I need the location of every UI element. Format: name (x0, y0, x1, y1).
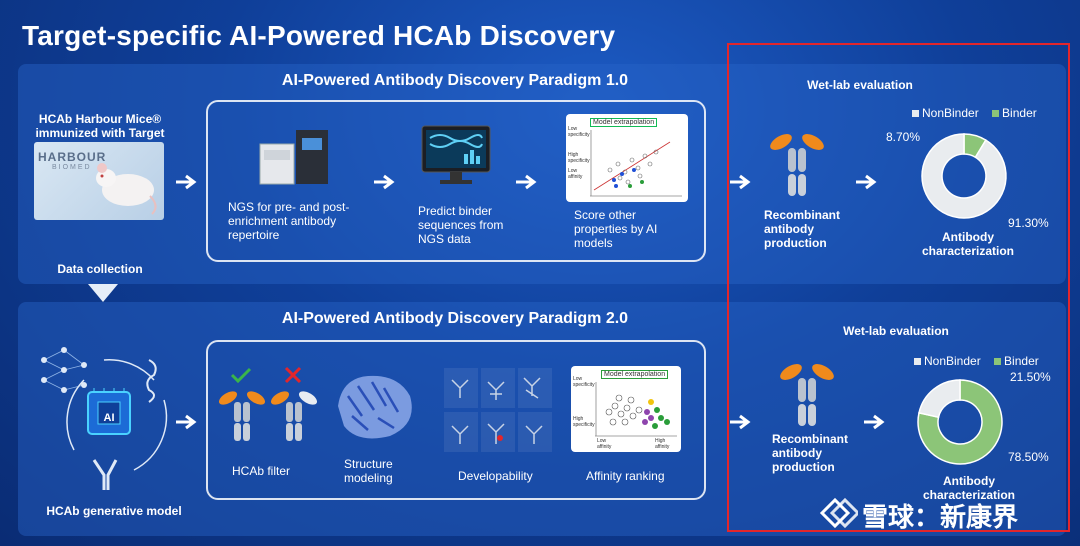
page-title: Target-specific AI-Powered HCAb Discover… (22, 20, 616, 51)
developability-tile (481, 412, 515, 452)
paradigm1-title: AI-Powered Antibody Discovery Paradigm 1… (281, 72, 629, 89)
generative-model-diagram (41, 347, 168, 490)
step-structure-label: Structure modeling (344, 457, 393, 485)
generative-model-label: HCAb generative model (46, 504, 182, 518)
arrow-icon (856, 174, 877, 190)
model-extrapolation-tag: Model extrapolation (590, 118, 658, 127)
harbour-logo: HARBOUR (38, 150, 107, 164)
legend-nonbinder-2: NonBinder (924, 354, 981, 368)
characterization-label-1: Antibody characterization (921, 230, 1015, 258)
check-icon (230, 367, 252, 384)
donut-chart-1 (921, 133, 1007, 219)
legend-1: NonBinder Binder (912, 106, 1037, 120)
binder-percent-1: 8.70% (886, 130, 921, 144)
arrow-icon (176, 414, 197, 430)
affinity-points (595, 382, 677, 437)
y-label-high: High specificity (568, 152, 590, 164)
ai-chip-label: AI (103, 412, 115, 424)
step-hcab-filter-label: HCAb filter (232, 464, 291, 478)
antibody-cluster-icon (451, 377, 543, 444)
legend-swatch-nonbinder (914, 358, 921, 366)
step-ngs-label: NGS for pre- and post-enrichment antibod… (228, 200, 350, 242)
wetlab-title-1: Wet-lab evaluation (807, 78, 913, 92)
y-label-low: Low affinity (568, 168, 583, 180)
affinity-plot-card: Model extrapolation Low specificity High… (571, 366, 681, 452)
monitor-icon (421, 125, 491, 184)
arrow-icon (516, 174, 537, 190)
y-label-top: Low specificity (568, 126, 590, 138)
antibody-icon (780, 364, 834, 426)
arrow-icon (176, 174, 197, 190)
step-predict-label: Predict binder sequences from NGS data (418, 204, 504, 246)
mice-label: HCAb Harbour Mice® immunized with Target (35, 112, 165, 140)
donut-slice-nonbinder (918, 379, 961, 419)
paradigm2-title: AI-Powered Antibody Discovery Paradigm 2… (281, 310, 629, 327)
step-score-label: Score other properties by AI models (574, 208, 658, 250)
nonbinder-percent-2: 21.50% (1010, 370, 1051, 384)
legend-binder-2: Binder (1004, 354, 1039, 368)
harbour-logo-sub: BIOMED (52, 164, 92, 171)
production-label-2: Recombinant antibody production (772, 432, 849, 474)
down-arrow-icon (88, 284, 118, 302)
donut-slice-nonbinder (921, 133, 1007, 219)
cross-icon (284, 366, 302, 384)
paradigm2-workflow-box (206, 340, 706, 500)
wetlab-highlight-box (727, 43, 1070, 532)
wetlab-title-2: Wet-lab evaluation (843, 324, 949, 338)
arrow-icon (730, 414, 751, 430)
antibody-rejected-icon (270, 391, 318, 441)
x-label-left-2: Low affinity (597, 438, 612, 450)
snowball-logo-icon (819, 497, 858, 529)
mice-image: HARBOUR BIOMED (34, 142, 164, 220)
arrow-icon (864, 414, 885, 430)
nonbinder-percent-1: 91.30% (1008, 216, 1049, 230)
scatter-plot-card: Model extrapolation Low specificity High… (566, 114, 688, 202)
paradigm1-workflow-box (206, 100, 706, 262)
y-label-bottom-2: High specificity (573, 416, 595, 428)
donut-slice-binder (917, 379, 1003, 465)
legend-swatch-nonbinder (912, 110, 919, 118)
production-label-1: Recombinant antibody production (764, 208, 841, 250)
arrow-icon (730, 174, 751, 190)
donut-chart-2 (917, 379, 1003, 465)
developability-tile (518, 368, 552, 408)
ngs-machine-icon (259, 130, 328, 185)
arrow-icon (374, 174, 395, 190)
y-label-top-2: Low specificity (573, 376, 595, 388)
binder-percent-2: 78.50% (1008, 450, 1049, 464)
protein-structure-icon (338, 375, 412, 439)
model-extrapolation-tag-2: Model extrapolation (601, 370, 669, 379)
characterization-label-2: Antibody characterization (922, 474, 1016, 502)
developability-grid (444, 368, 552, 452)
x-label-right-2: High affinity (655, 438, 670, 450)
step-affinity-label: Affinity ranking (586, 469, 665, 483)
mouse-illustration (96, 163, 157, 215)
legend-binder: Binder (1002, 106, 1037, 120)
watermark-text: 雪球：新康界 (862, 503, 1019, 533)
antibody-icon (218, 391, 266, 441)
scatter-points (590, 130, 682, 197)
legend-nonbinder: NonBinder (922, 106, 979, 120)
legend-swatch-binder (994, 358, 1002, 366)
antibody-icon (770, 134, 824, 196)
step-developability-label: Developability (458, 469, 533, 483)
legend-2: NonBinder Binder (914, 354, 1039, 368)
legend-swatch-binder (992, 110, 1000, 118)
data-collection-label: Data collection (57, 262, 143, 276)
